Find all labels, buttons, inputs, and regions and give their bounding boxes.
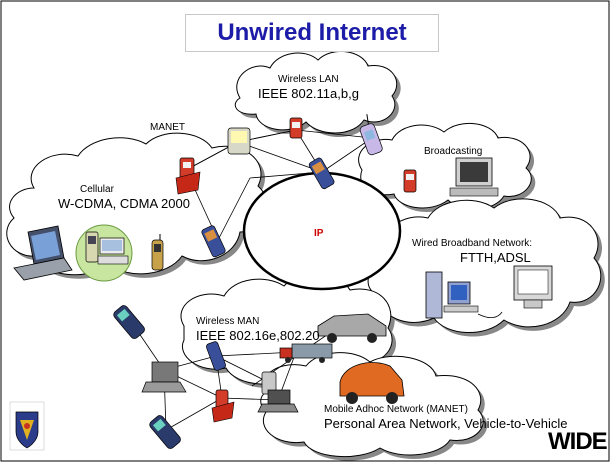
ip-label: IP — [314, 228, 324, 239]
wireless-man-std-label: IEEE 802.16e,802.20 — [196, 328, 320, 343]
man-flip-phone-icon — [206, 341, 226, 371]
pda-icon — [227, 127, 251, 155]
cellular-std-label: W-CDMA, CDMA 2000 — [58, 196, 190, 211]
car-orange-icon — [339, 362, 405, 404]
page-title: Unwired Internet — [217, 19, 407, 46]
university-crest-icon — [9, 401, 45, 451]
phone-blue-bottom-icon — [149, 415, 181, 449]
mobile-adhoc-label: Mobile Adhoc Network (MANET) — [324, 404, 468, 415]
svg-text:WIDE: WIDE — [548, 428, 608, 455]
tower-pc-icon — [425, 271, 503, 319]
broadcasting-label: Broadcasting — [424, 146, 483, 157]
wireless-lan-label: Wireless LAN — [278, 74, 339, 85]
wired-broadband-std-label: FTTH,ADSL — [460, 250, 531, 265]
cloud-wireless-lan — [234, 50, 398, 134]
wireless-lan-std-label: IEEE 802.11a,b,g — [258, 86, 359, 101]
car-silver-icon — [317, 313, 387, 343]
monitor-icon — [513, 265, 553, 309]
handset-icon — [151, 234, 164, 271]
laptop-gray-icon — [141, 361, 187, 393]
laptop-icon — [13, 225, 73, 281]
tv-pc-icon — [449, 157, 499, 197]
truck-icon — [279, 343, 333, 363]
broadcast-red-phone-icon — [403, 169, 417, 193]
wireless-man-label: Wireless MAN — [196, 316, 260, 327]
phone-pc-icon — [75, 224, 133, 282]
wired-broadband-label: Wired Broadband Network: — [412, 238, 533, 249]
pan-laptop-icon — [257, 389, 299, 413]
flip-phone-icon — [201, 225, 226, 258]
cloud-bodies — [6, 50, 602, 458]
ip-flip-phone-icon — [308, 157, 335, 190]
phone-blue-left-icon — [113, 305, 145, 339]
cloud-manet-pan — [260, 352, 484, 458]
red-phone-icon — [175, 157, 201, 195]
purple-phone-icon — [359, 114, 383, 156]
wide-logo-icon: WIDE — [548, 428, 609, 455]
pan-red-phone-icon — [211, 389, 235, 423]
wlan-red-phone-icon — [289, 117, 303, 139]
title-box: Unwired Internet — [185, 14, 439, 52]
manet-label: MANET — [150, 122, 185, 133]
pan-v2v-label: Personal Area Network, Vehicle-to-Vehicl… — [324, 416, 568, 431]
cellular-label: Cellular — [80, 184, 114, 195]
